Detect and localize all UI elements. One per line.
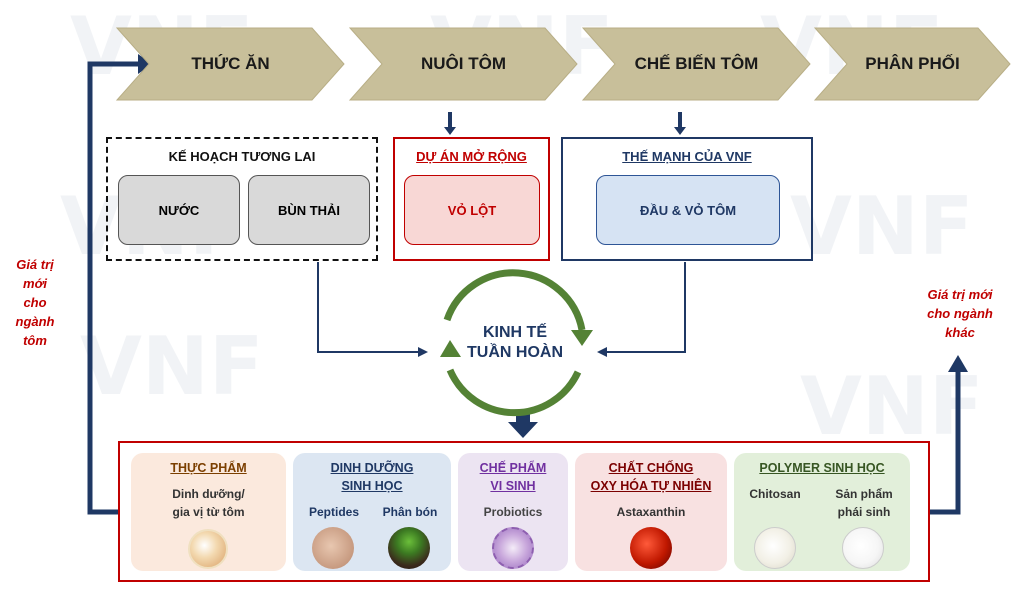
circular-economy-line2: TUẦN HOÀN bbox=[467, 344, 563, 361]
left-loop-arrow bbox=[87, 61, 140, 515]
circular-ring-arrowhead-right bbox=[571, 330, 593, 346]
chevron-thuc-an-label: THỨC ĂN bbox=[191, 54, 270, 73]
future-plan-title: KẾ HOẠCH TƯƠNG LAI bbox=[168, 149, 316, 164]
circular-ring-bottom bbox=[446, 368, 582, 417]
nutrition-title: DINH DƯỠNG SINH HỌC bbox=[330, 461, 414, 493]
chevron-thuc-an bbox=[115, 27, 345, 101]
molt-shell-label: VỎ LỘT bbox=[447, 202, 497, 218]
peptides-label: Peptides bbox=[308, 505, 359, 519]
products-box: THỰC PHẨM Dinh dưỡng/ gia vị từ tôm DINH… bbox=[118, 441, 930, 582]
strength-box: THẾ MẠNH CỦA VNF ĐẦU & VỎ TÔM bbox=[561, 137, 813, 261]
head-shell-box: ĐẦU & VỎ TÔM bbox=[596, 175, 780, 245]
circular-economy-line1: KINH TẾ bbox=[483, 324, 547, 341]
category-food: THỰC PHẨM Dinh dưỡng/ gia vị từ tôm bbox=[131, 453, 286, 571]
circular-ring-arrowhead-left bbox=[440, 340, 461, 357]
probiotics-image bbox=[492, 527, 534, 569]
water-box: NƯỚC bbox=[118, 175, 240, 245]
peptides-image bbox=[312, 527, 354, 569]
microbial-title: CHẾ PHẨM VI SINH bbox=[479, 461, 547, 493]
fertilizer-label: Phân bón bbox=[382, 505, 438, 519]
sludge-box: BÙN THẢI bbox=[248, 175, 370, 245]
chevron-nuoi-tom-label-wrap: NUÔI TÔM bbox=[382, 54, 545, 76]
astaxanthin-label: Astaxanthin bbox=[616, 505, 686, 519]
chevron-phan-phoi bbox=[813, 27, 1011, 101]
food-title: THỰC PHẨM bbox=[170, 461, 247, 475]
left-value-note: Giá trị mới cho ngành tôm bbox=[15, 257, 55, 348]
right-out-arrow bbox=[930, 370, 961, 515]
right-value-note: Giá trị mới cho ngành khác bbox=[927, 287, 993, 340]
chevron-nuoi-tom bbox=[348, 27, 578, 101]
derivatives-label: Sản phẩm phái sinh bbox=[835, 487, 893, 519]
head-shell-label: ĐẦU & VỎ TÔM bbox=[639, 202, 737, 218]
future-plan-box: KẾ HOẠCH TƯƠNG LAI NƯỚC BÙN THẢI bbox=[106, 137, 378, 261]
circular-ring-top bbox=[443, 269, 586, 331]
category-antioxidant: CHẤT CHỐNG OXY HÓA TỰ NHIÊN Astaxanthin bbox=[575, 453, 727, 571]
chevron-phan-phoi-label: PHÂN PHỐI bbox=[865, 54, 960, 73]
expansion-box: DỰ ÁN MỞ RỘNG VỎ LỘT bbox=[393, 137, 550, 261]
center-to-products-arrow bbox=[508, 410, 538, 438]
strength-to-center-line bbox=[605, 262, 686, 353]
chitosan-label: Chitosan bbox=[749, 487, 801, 501]
value-chain bbox=[115, 27, 1011, 101]
astaxanthin-image bbox=[630, 527, 672, 569]
chevron-phan-phoi-label-wrap: PHÂN PHỐI bbox=[847, 54, 978, 76]
right-out-arrowhead bbox=[948, 355, 968, 372]
probiotics-label: Probiotics bbox=[483, 505, 543, 519]
chevron-che-bien-label: CHẾ BIẾN TÔM bbox=[634, 54, 759, 73]
sludge-label: BÙN THẢI bbox=[277, 202, 341, 218]
antioxidant-title: CHẤT CHỐNG OXY HÓA TỰ NHIÊN bbox=[590, 461, 712, 493]
chitosan-image bbox=[754, 527, 796, 569]
category-microbial: CHẾ PHẨM VI SINH Probiotics bbox=[458, 453, 568, 571]
chevron-che-bien bbox=[581, 27, 811, 101]
strength-to-center-head bbox=[597, 347, 607, 357]
food-sub: Dinh dưỡng/ gia vị từ tôm bbox=[172, 487, 245, 519]
category-nutrition: DINH DƯỠNG SINH HỌC Peptides Phân bón bbox=[293, 453, 451, 571]
left-loop-arrowhead bbox=[138, 54, 152, 74]
category-polymer: POLYMER SINH HỌC Chitosan Sản phẩm phái … bbox=[734, 453, 910, 571]
expansion-title: DỰ ÁN MỞ RỘNG bbox=[416, 149, 527, 164]
future-to-center-line bbox=[317, 262, 420, 353]
molt-shell-box: VỎ LỘT bbox=[404, 175, 540, 245]
shrimp-product-image bbox=[188, 529, 228, 569]
future-to-center-head bbox=[418, 347, 428, 357]
down-arrow-che-bien-head bbox=[674, 127, 686, 135]
down-arrow-nuoi-tom-head bbox=[444, 127, 456, 135]
chevron-che-bien-label-wrap: CHẾ BIẾN TÔM bbox=[615, 54, 778, 76]
fertilizer-image bbox=[388, 527, 430, 569]
chevron-nuoi-tom-label: NUÔI TÔM bbox=[421, 54, 506, 73]
chevron-thuc-an-label-wrap: THỨC ĂN bbox=[149, 54, 312, 76]
strength-title: THẾ MẠNH CỦA VNF bbox=[622, 149, 752, 164]
derivatives-image bbox=[842, 527, 884, 569]
circular-economy-label: KINH TẾ TUẦN HOÀN bbox=[440, 323, 590, 363]
polymer-title: POLYMER SINH HỌC bbox=[759, 461, 885, 475]
water-label: NƯỚC bbox=[158, 202, 200, 218]
